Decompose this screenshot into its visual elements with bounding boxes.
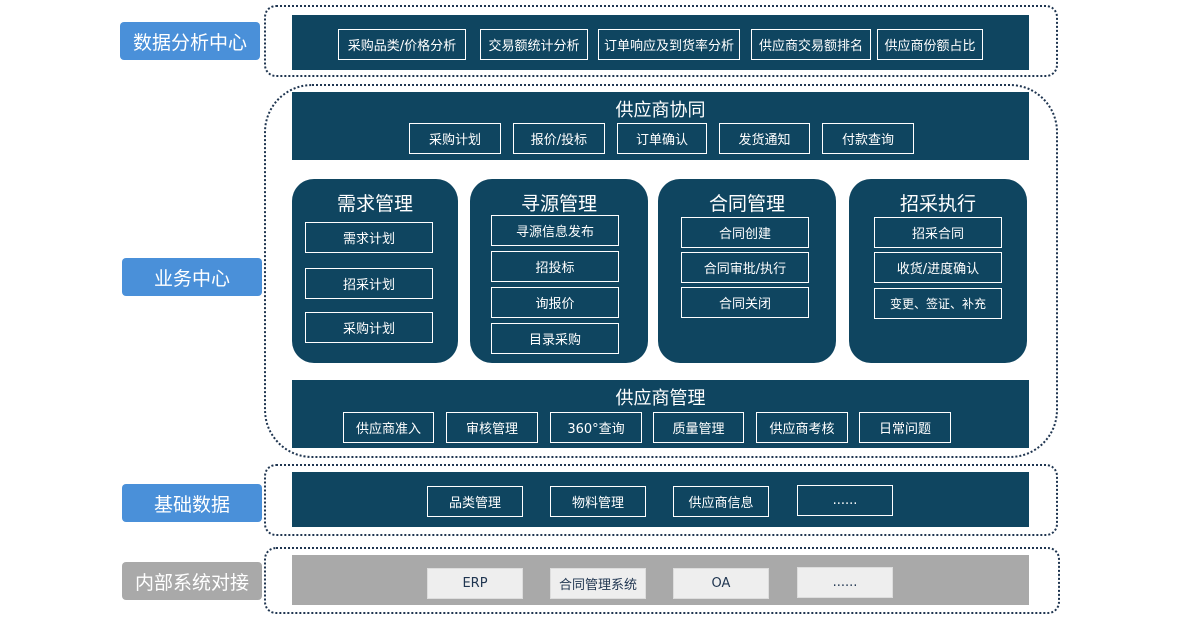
demand-item-tender-plan[interactable]: 招采计划 xyxy=(305,268,433,299)
sourcing-item-inquiry[interactable]: 询报价 xyxy=(491,287,619,318)
basic-item-material[interactable]: 物料管理 xyxy=(550,486,646,517)
supplier-item-assessment[interactable]: 供应商考核 xyxy=(756,412,848,443)
contract-item-approve-execute[interactable]: 合同审批/执行 xyxy=(681,252,809,283)
sourcing-item-catalog[interactable]: 目录采购 xyxy=(491,323,619,354)
analysis-item-transaction-stats[interactable]: 交易额统计分析 xyxy=(480,29,588,60)
module-execution-title: 招采执行 xyxy=(899,193,976,215)
collab-item-shipment-notice[interactable]: 发货通知 xyxy=(719,123,810,154)
supplier-item-audit[interactable]: 审核管理 xyxy=(446,412,538,443)
supplier-item-daily-issues[interactable]: 日常问题 xyxy=(859,412,951,443)
basic-item-category[interactable]: 品类管理 xyxy=(427,486,523,517)
basic-data-band xyxy=(292,472,1029,527)
supplier-management-title: 供应商管理 xyxy=(615,388,706,409)
collab-item-quote-bid[interactable]: 报价/投标 xyxy=(513,123,605,154)
business-center-label: 业务中心 xyxy=(122,258,262,296)
execution-item-receipt-confirm[interactable]: 收货/进度确认 xyxy=(874,252,1002,283)
internal-item-contract-system[interactable]: 合同管理系统 xyxy=(550,568,646,599)
basic-item-supplier-info[interactable]: 供应商信息 xyxy=(673,486,769,517)
supplier-collab-title: 供应商协同 xyxy=(615,100,706,121)
analysis-item-supplier-ranking[interactable]: 供应商交易额排名 xyxy=(751,29,871,60)
execution-item-change-visa[interactable]: 变更、签证、补充 xyxy=(874,288,1002,319)
analysis-container xyxy=(264,5,1058,77)
internal-item-more[interactable]: ...... xyxy=(797,567,893,598)
analysis-item-supplier-share[interactable]: 供应商份额占比 xyxy=(877,29,983,60)
demand-item-purchase-plan[interactable]: 采购计划 xyxy=(305,312,433,343)
analysis-item-order-response[interactable]: 订单响应及到货率分析 xyxy=(598,29,740,60)
analysis-item-category-price[interactable]: 采购品类/价格分析 xyxy=(338,29,466,60)
internal-systems-band xyxy=(292,555,1029,605)
internal-item-erp[interactable]: ERP xyxy=(427,568,523,599)
sourcing-item-bidding[interactable]: 招投标 xyxy=(491,251,619,282)
module-contract-title: 合同管理 xyxy=(708,193,785,215)
internal-item-oa[interactable]: OA xyxy=(673,568,769,599)
analysis-center-label: 数据分析中心 xyxy=(120,22,260,60)
supplier-item-quality[interactable]: 质量管理 xyxy=(653,412,744,443)
basic-data-container xyxy=(264,464,1058,536)
execution-item-tender-contract[interactable]: 招采合同 xyxy=(874,217,1002,248)
module-sourcing-title: 寻源管理 xyxy=(520,193,597,215)
contract-item-create[interactable]: 合同创建 xyxy=(681,217,809,248)
supplier-item-360-query[interactable]: 360°查询 xyxy=(550,412,642,443)
supplier-item-admission[interactable]: 供应商准入 xyxy=(343,412,434,443)
internal-systems-label: 内部系统对接 xyxy=(122,562,262,600)
business-container xyxy=(264,84,1058,458)
contract-item-close[interactable]: 合同关闭 xyxy=(681,287,809,318)
demand-item-requirement-plan[interactable]: 需求计划 xyxy=(305,222,433,253)
collab-item-payment-query[interactable]: 付款查询 xyxy=(822,123,914,154)
collab-item-purchase-plan[interactable]: 采购计划 xyxy=(409,123,501,154)
sourcing-item-info-publish[interactable]: 寻源信息发布 xyxy=(491,215,619,246)
basic-item-more[interactable]: ...... xyxy=(797,485,893,516)
basic-data-label: 基础数据 xyxy=(122,484,262,522)
collab-item-order-confirm[interactable]: 订单确认 xyxy=(617,123,707,154)
internal-systems-container xyxy=(264,547,1060,614)
module-demand-title: 需求管理 xyxy=(336,193,413,215)
